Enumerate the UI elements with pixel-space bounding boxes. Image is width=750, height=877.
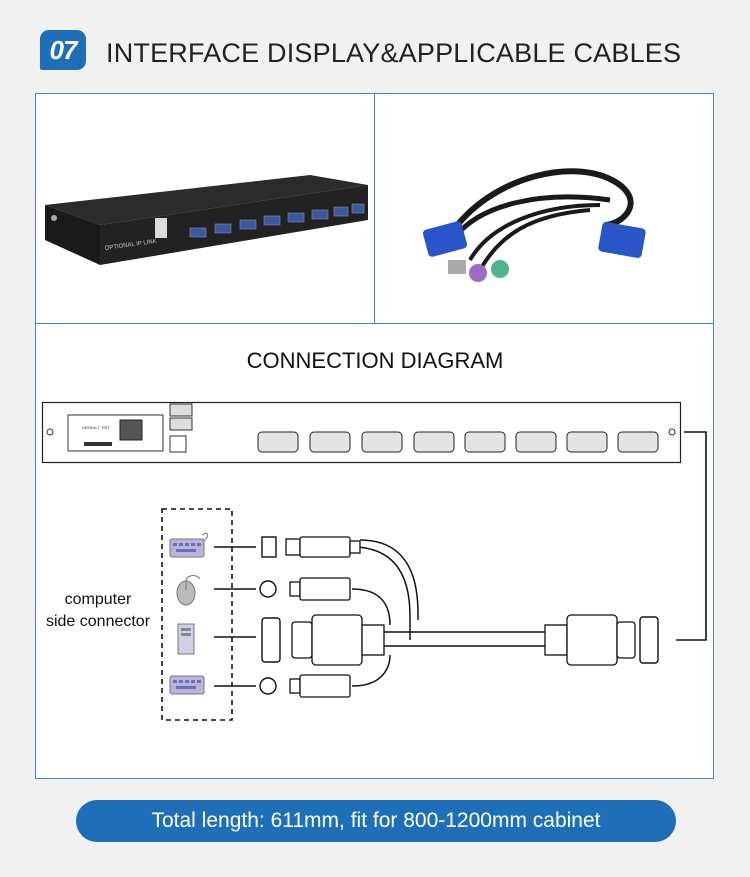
side-label-line2: side connector bbox=[45, 613, 151, 630]
kvm-rear-panel-diagram: DEFAULT RST bbox=[41, 401, 682, 464]
frame-vertical-divider bbox=[374, 93, 375, 324]
frame-horizontal-divider bbox=[35, 323, 714, 324]
section-number-badge: 07 bbox=[40, 30, 86, 70]
keyboard-icon bbox=[169, 532, 209, 558]
kvm-cable-photo bbox=[422, 168, 646, 282]
side-label-line1: computer bbox=[64, 591, 132, 608]
panel-text-rst: RST bbox=[102, 425, 111, 430]
keyboard-icon bbox=[169, 675, 205, 695]
computer-side-connector-label: computer side connector bbox=[38, 589, 158, 633]
mouse-icon bbox=[176, 575, 201, 606]
diagram-title: CONNECTION DIAGRAM bbox=[246, 348, 504, 373]
kvm-device-photo: OPTIONAL IP LINK bbox=[45, 175, 368, 265]
total-length-banner: Total length: 611mm, fit for 800-1200mm … bbox=[76, 800, 676, 842]
panel-text-default: DEFAULT bbox=[82, 425, 100, 430]
section-title: INTERFACE DISPLAY&APPLICABLE CABLES bbox=[106, 38, 682, 68]
computer-tower-icon bbox=[177, 623, 195, 655]
